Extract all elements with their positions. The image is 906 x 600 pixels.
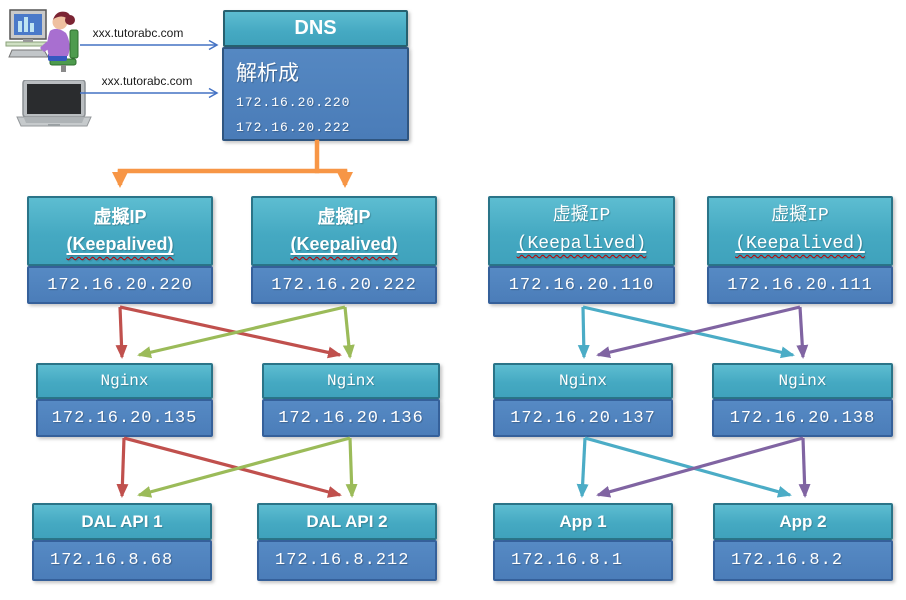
- arrow-vip3-to-nginx3: [577, 306, 590, 359]
- laptop-request-label: xxx.tutorabc.com: [101, 74, 193, 88]
- node-ip: 172.16.20.135: [36, 399, 213, 437]
- node-title: Nginx: [262, 363, 440, 399]
- dns-resolve-label: 解析成: [236, 62, 299, 85]
- node-ip: 172.16.20.138: [712, 399, 893, 437]
- node-title: DAL API 1: [32, 503, 212, 540]
- arrow-nginx1-to-dal1: [116, 437, 129, 498]
- arrow-vip4-to-nginx4: [796, 306, 809, 359]
- arrow-nginx4-to-app2: [798, 437, 811, 498]
- node-ip: 172.16.20.111: [707, 266, 893, 304]
- node-title: DAL API 2: [257, 503, 437, 540]
- node-title: Nginx: [712, 363, 893, 399]
- node-vip-right-2: 虚擬IP (Keepalived) 172.16.20.111: [707, 196, 893, 304]
- node-vip-left-1: 虚擬IP (Keepalived) 172.16.20.220: [27, 196, 213, 304]
- arrow-nginx2-to-dal2: [345, 437, 358, 498]
- node-dal-api-2: DAL API 2 172.16.8.212: [257, 503, 437, 581]
- node-ip: 172.16.20.220: [27, 266, 213, 304]
- arrow-vip1-to-nginx1: [115, 306, 128, 359]
- node-nginx-3: Nginx 172.16.20.137: [493, 363, 673, 437]
- node-nginx-2: Nginx 172.16.20.136: [262, 363, 440, 437]
- person-at-desktop-icon: [5, 9, 79, 72]
- node-title: 虚擬IP (Keepalived): [251, 196, 437, 266]
- node-ip: 172.16.8.68: [32, 540, 212, 581]
- node-ip: 172.16.20.222: [251, 266, 437, 304]
- dns-resolved-ip-1: 172.16.20.220: [236, 95, 351, 110]
- arrow-nginx4-to-app1: [596, 436, 804, 498]
- node-ip: 172.16.8.212: [257, 540, 437, 581]
- node-nginx-4: Nginx 172.16.20.138: [712, 363, 893, 437]
- node-title: App 1: [493, 503, 673, 540]
- dns-box-title: DNS: [223, 10, 408, 47]
- node-ip: 172.16.20.137: [493, 399, 673, 437]
- node-title: Nginx: [493, 363, 673, 399]
- arrow-nginx3-to-app2: [584, 436, 792, 498]
- node-vip-right-1: 虚擬IP (Keepalived) 172.16.20.110: [488, 196, 675, 304]
- arrow-nginx1-to-dal2: [123, 436, 342, 498]
- node-ip: 172.16.20.136: [262, 399, 440, 437]
- node-ip: 172.16.8.1: [493, 540, 673, 581]
- node-vip-left-2: 虚擬IP (Keepalived) 172.16.20.222: [251, 196, 437, 304]
- node-title: 虚擬IP (Keepalived): [488, 196, 675, 266]
- node-ip: 172.16.20.110: [488, 266, 675, 304]
- arrow-vip2-to-nginx2: [342, 306, 355, 359]
- dns-box-body: 解析成 172.16.20.220 172.16.20.222: [222, 47, 409, 141]
- arrow-nginx3-to-app1: [576, 437, 589, 498]
- node-app-2: App 2 172.16.8.2: [713, 503, 893, 581]
- desktop-request-label: xxx.tutorabc.com: [92, 26, 184, 40]
- dns-title-label: DNS: [294, 17, 337, 39]
- arrow-vip2-to-nginx1: [137, 305, 346, 359]
- node-title: 虚擬IP (Keepalived): [27, 196, 213, 266]
- node-title: App 2: [713, 503, 893, 540]
- arrow-vip3-to-nginx4: [582, 305, 795, 359]
- node-title: 虚擬IP (Keepalived): [707, 196, 893, 266]
- node-nginx-1: Nginx 172.16.20.135: [36, 363, 213, 437]
- node-app-1: App 1 172.16.8.1: [493, 503, 673, 581]
- arrow-nginx2-to-dal1: [137, 436, 351, 498]
- dns-resolved-ip-2: 172.16.20.222: [236, 120, 351, 135]
- node-title: Nginx: [36, 363, 213, 399]
- node-dal-api-1: DAL API 1 172.16.8.68: [32, 503, 212, 581]
- node-ip: 172.16.8.2: [713, 540, 893, 581]
- laptop-icon: [16, 80, 92, 127]
- arrow-vip1-to-nginx2: [119, 305, 342, 359]
- arrow-vip4-to-nginx3: [596, 305, 801, 359]
